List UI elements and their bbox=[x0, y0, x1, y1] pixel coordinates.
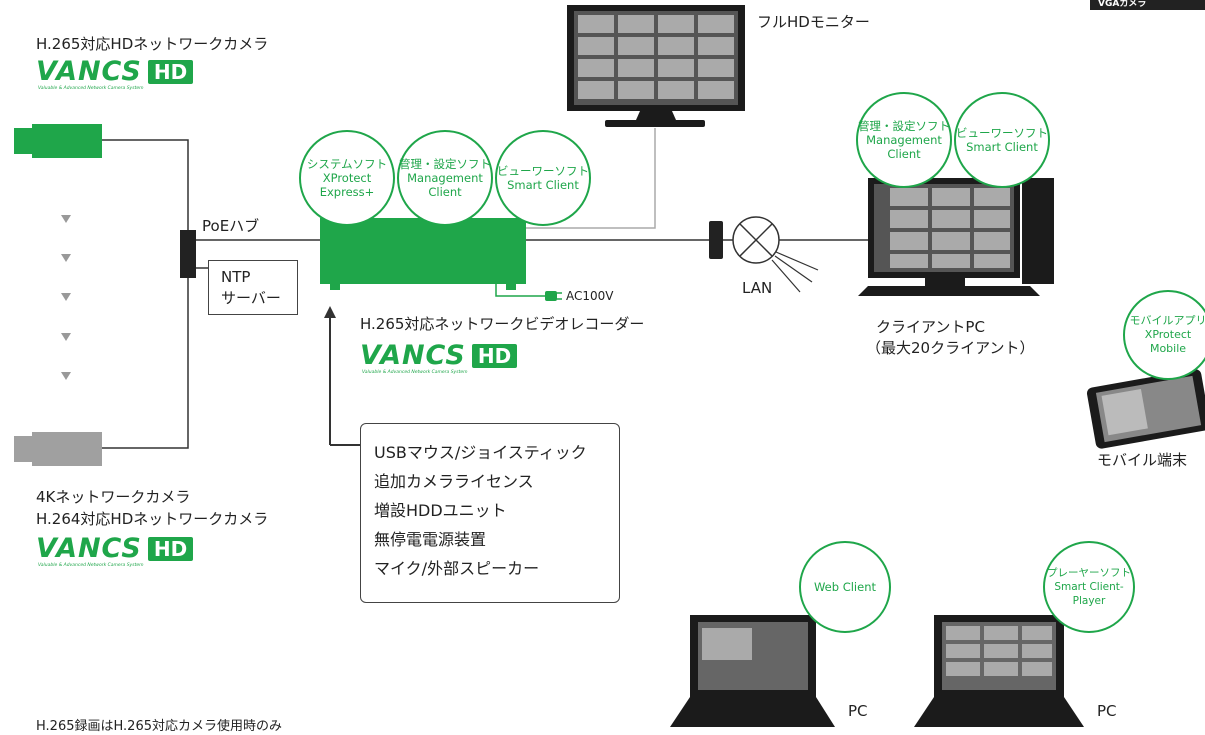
lan-switch bbox=[709, 221, 723, 259]
bottom-camera bbox=[32, 432, 102, 466]
circle-line: XProtect bbox=[323, 171, 372, 185]
accessories-box: USBマウス/ジョイスティック 追加カメラライセンス 増設HDDユニット 無停電… bbox=[360, 423, 620, 603]
software-circle-system: システムソフト XProtect Express+ bbox=[299, 130, 395, 226]
more-cameras-marker bbox=[61, 215, 71, 223]
client-pc-tower bbox=[1022, 178, 1054, 284]
client-circle-viewer: ビューワーソフト Smart Client bbox=[954, 92, 1050, 188]
client-pc-label: クライアントPC bbox=[876, 317, 985, 337]
laptop-label: PC bbox=[848, 701, 868, 721]
circle-line: Express+ bbox=[320, 185, 375, 199]
laptop-web-client bbox=[670, 615, 835, 727]
logo-tagline: Valuable & Advanced Network Camera Syste… bbox=[38, 86, 143, 91]
circle-line: Client bbox=[887, 147, 920, 161]
circle-line: ビューワーソフト bbox=[497, 164, 589, 178]
accessory-item: 増設HDDユニット bbox=[374, 496, 587, 525]
software-circle-management: 管理・設定ソフト Management Client bbox=[397, 130, 493, 226]
vancs-hd-logo: VANCS HD Valuable & Advanced Network Cam… bbox=[360, 342, 517, 370]
power-label: AC100V bbox=[566, 288, 614, 304]
more-cameras-marker bbox=[61, 372, 71, 380]
vancs-hd-logo: VANCS HD Valuable & Advanced Network Cam… bbox=[36, 58, 193, 86]
lan-label: LAN bbox=[742, 278, 772, 298]
logo-hd: HD bbox=[148, 60, 193, 84]
client-pc-sublabel: （最大20クライアント） bbox=[866, 338, 1035, 358]
circle-line: ビューワーソフト bbox=[956, 126, 1048, 140]
logo-word: VANCS bbox=[360, 342, 466, 370]
circle-line: プレーヤーソフト bbox=[1047, 566, 1131, 580]
bottom-camera-title-2: H.264対応HDネットワークカメラ bbox=[36, 509, 268, 529]
laptop-label: PC bbox=[1097, 701, 1117, 721]
accessory-item: マイク/外部スピーカー bbox=[374, 554, 587, 583]
accessory-item: USBマウス/ジョイスティック bbox=[374, 438, 587, 467]
circle-line: Smart Client bbox=[507, 178, 579, 192]
recorder-label: H.265対応ネットワークビデオレコーダー bbox=[360, 314, 644, 334]
client-circle-management: 管理・設定ソフト Management Client bbox=[856, 92, 952, 188]
more-cameras-marker bbox=[61, 333, 71, 341]
laptop-player bbox=[914, 615, 1084, 727]
circle-line: Mobile bbox=[1150, 342, 1186, 356]
logo-tagline: Valuable & Advanced Network Camera Syste… bbox=[38, 563, 143, 568]
ntp-line-1: NTP bbox=[221, 267, 250, 287]
footnote: H.265録画はH.265対応カメラ使用時のみ bbox=[36, 719, 282, 735]
ntp-line-2: サーバー bbox=[221, 288, 281, 308]
accessory-item: 追加カメラライセンス bbox=[374, 467, 587, 496]
vga-camera-label: VGAカメラ bbox=[1090, 0, 1205, 10]
accessory-item: 無停電電源装置 bbox=[374, 525, 587, 554]
mobile-device bbox=[1086, 368, 1205, 449]
bottom-camera-title-1: 4Kネットワークカメラ bbox=[36, 487, 190, 507]
more-cameras-marker bbox=[61, 254, 71, 262]
circle-line: Client bbox=[428, 185, 461, 199]
accessories-list: USBマウス/ジョイスティック 追加カメラライセンス 増設HDDユニット 無停電… bbox=[374, 438, 587, 583]
power-plug-icon bbox=[545, 291, 557, 301]
top-camera bbox=[32, 124, 102, 158]
mobile-circle: モバイルアプリ XProtect Mobile bbox=[1123, 290, 1205, 380]
web-client-circle: Web Client bbox=[799, 541, 891, 633]
ntp-server-box: NTP サーバー bbox=[208, 260, 298, 315]
top-camera-cable bbox=[100, 140, 188, 232]
logo-word: VANCS bbox=[36, 58, 142, 86]
logo-hd: HD bbox=[148, 537, 193, 561]
vancs-hd-logo: VANCS HD Valuable & Advanced Network Cam… bbox=[36, 535, 193, 563]
logo-hd: HD bbox=[472, 344, 517, 368]
circle-line: Web Client bbox=[814, 580, 876, 594]
circle-line: XProtect bbox=[1145, 328, 1191, 342]
circle-line: Smart Client bbox=[966, 140, 1038, 154]
more-cameras-marker bbox=[61, 293, 71, 301]
player-circle: プレーヤーソフト Smart Client- Player bbox=[1043, 541, 1135, 633]
mobile-label: モバイル端末 bbox=[1097, 450, 1187, 470]
circle-line: Player bbox=[1073, 594, 1106, 608]
top-camera-title: H.265対応HDネットワークカメラ bbox=[36, 34, 268, 54]
software-circle-viewer: ビューワーソフト Smart Client bbox=[495, 130, 591, 226]
poe-hub-label: PoEハブ bbox=[202, 216, 259, 236]
circle-line: Management bbox=[407, 171, 483, 185]
circle-line: 管理・設定ソフト bbox=[399, 157, 491, 171]
client-pc-keyboard bbox=[858, 286, 1040, 296]
circle-line: システムソフト bbox=[307, 157, 387, 171]
circle-line: Smart Client- bbox=[1054, 580, 1123, 594]
monitor-label: フルHDモニター bbox=[757, 12, 870, 32]
circle-line: Management bbox=[866, 133, 942, 147]
logo-tagline: Valuable & Advanced Network Camera Syste… bbox=[362, 370, 467, 375]
circle-line: 管理・設定ソフト bbox=[858, 119, 950, 133]
bottom-camera-cable bbox=[100, 275, 188, 448]
logo-word: VANCS bbox=[36, 535, 142, 563]
recorder-device bbox=[320, 218, 526, 284]
circle-line: モバイルアプリ bbox=[1130, 314, 1205, 328]
poe-hub-device bbox=[180, 230, 196, 278]
